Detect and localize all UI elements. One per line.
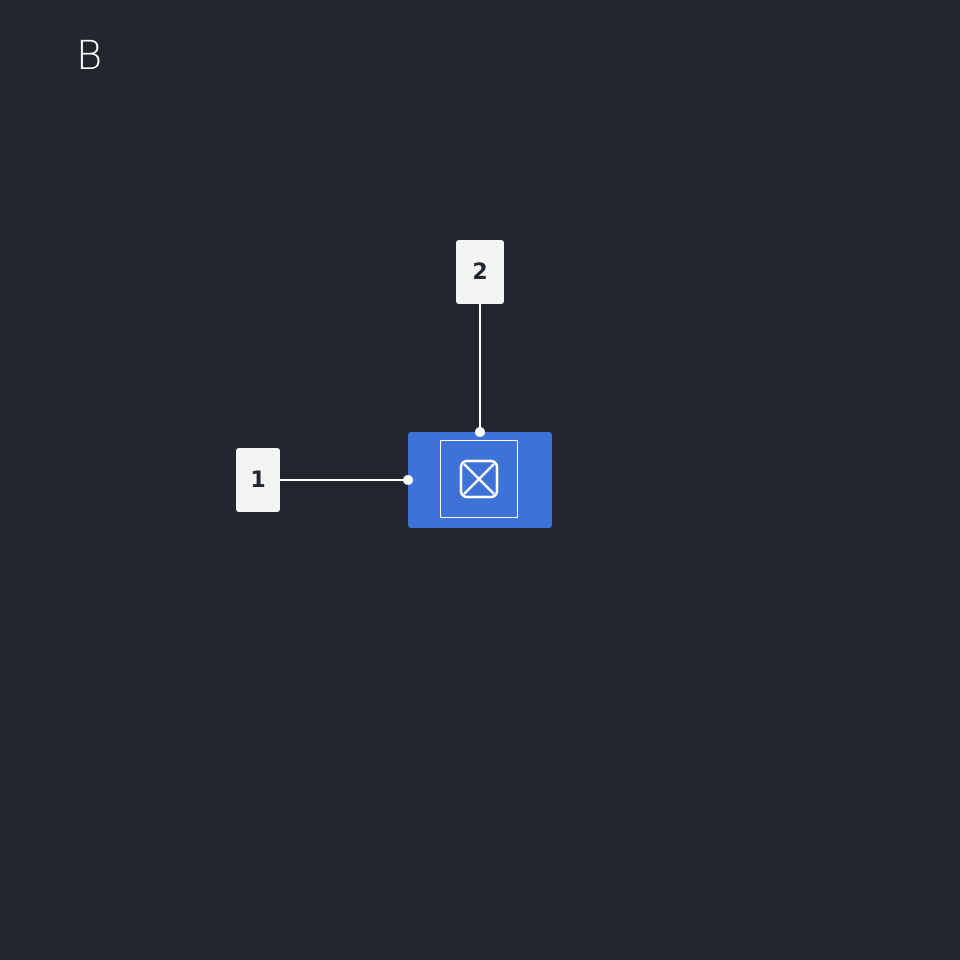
- component-box: [408, 432, 552, 528]
- image-placeholder-icon: [459, 459, 499, 499]
- panel-letter: B: [76, 33, 103, 79]
- callout-1: 1: [236, 448, 280, 512]
- callout-2: 2: [456, 240, 504, 304]
- anchor-dot-1: [403, 475, 413, 485]
- connector-line-1: [280, 479, 408, 481]
- connector-line-2: [479, 304, 481, 432]
- icon-container: [440, 440, 518, 518]
- anchor-dot-2: [475, 427, 485, 437]
